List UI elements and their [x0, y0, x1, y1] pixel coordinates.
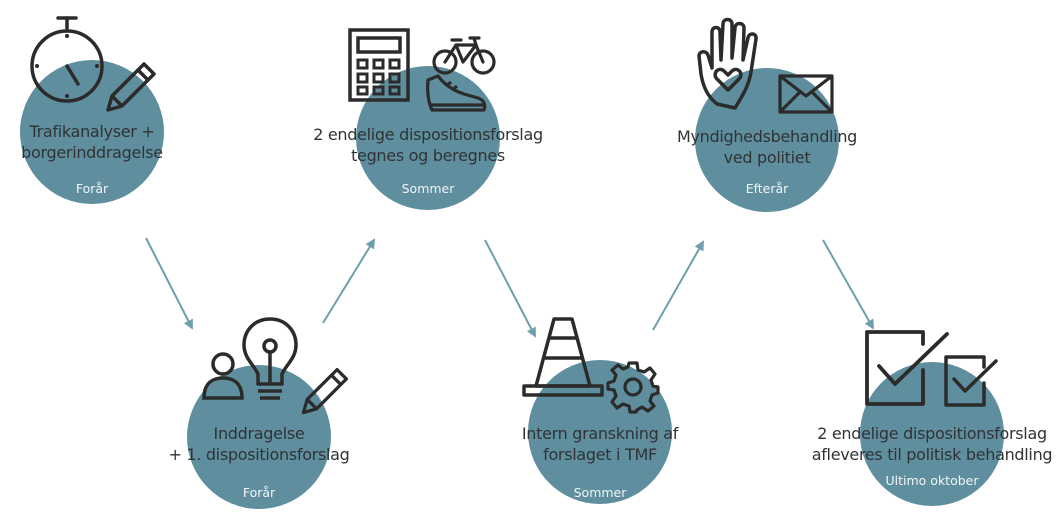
sneaker-icon: [426, 74, 487, 112]
step-6-title-line-1: 2 endelige dispositionsforslag: [817, 424, 1047, 443]
step-2-season: Forår: [242, 485, 276, 500]
checkbox-checked-icon: [865, 330, 949, 406]
step-3-title-line-2: tegnes og beregnes: [351, 146, 505, 165]
step-4-title-line-2: forslaget i TMF: [543, 445, 657, 464]
gear-icon: [606, 361, 660, 414]
step-2-title-line-2: + 1. dispositionsforslag: [168, 445, 350, 464]
person-icon: [202, 352, 244, 400]
step-3-season: Sommer: [401, 181, 455, 196]
step-6-title: 2 endelige dispositionsforslag afleveres…: [803, 423, 1061, 465]
step-5-title: Myndighedsbehandling ved politiet: [667, 126, 867, 168]
step-6-title-line-2: afleveres til politisk behandling: [811, 445, 1053, 464]
step-5-season: Efterår: [745, 181, 789, 196]
step-6-season: Ultimo oktober: [885, 473, 979, 488]
step-1-title-line-1: Trafikanalyser +: [29, 122, 155, 141]
step-5-circle: [695, 68, 839, 212]
pencil-icon: [106, 62, 156, 112]
step-2-circle: [187, 365, 331, 509]
lightbulb-icon: [242, 317, 298, 400]
hand-heart-icon: [697, 17, 758, 110]
step-4-title-line-1: Intern granskning af: [521, 424, 679, 443]
step-5-title-line-1: Myndighedsbehandling: [676, 127, 858, 146]
step-2-title: Inddragelse + 1. dispositionsforslag: [159, 423, 359, 465]
calculator-icon: [348, 28, 410, 102]
step-5-title-line-2: ved politiet: [723, 148, 811, 167]
step-4-title: Intern granskning af forslaget i TMF: [500, 423, 700, 465]
traffic-cone-icon: [522, 317, 604, 397]
stopwatch-icon: [30, 16, 104, 103]
arrow-step2-to-step3: [322, 238, 376, 324]
step-1-season: Forår: [75, 181, 109, 196]
step-6-circle: [860, 362, 1004, 506]
step-3-title-line-1: 2 endelige dispositionsforslag: [313, 125, 543, 144]
arrow-step5-to-step6: [822, 239, 874, 330]
step-4-season: Sommer: [573, 485, 627, 500]
arrow-step3-to-step4: [484, 239, 536, 338]
envelope-icon: [778, 74, 834, 114]
step-2-title-line-1: Inddragelse: [213, 424, 305, 443]
arrow-step1-to-step2: [145, 237, 193, 330]
step-1-title-line-2: borgerinddragelse: [21, 143, 163, 162]
step-4-circle: [528, 360, 672, 504]
step-3-title: 2 endelige dispositionsforslag tegnes og…: [300, 124, 556, 166]
step-1-circle: [20, 60, 164, 204]
pencil-icon: [301, 367, 349, 415]
arrow-step4-to-step5: [652, 240, 704, 331]
bicycle-icon: [432, 36, 496, 75]
checkbox-checked-icon: [944, 355, 998, 407]
step-1-title: Trafikanalyser + borgerinddragelse: [0, 121, 184, 163]
